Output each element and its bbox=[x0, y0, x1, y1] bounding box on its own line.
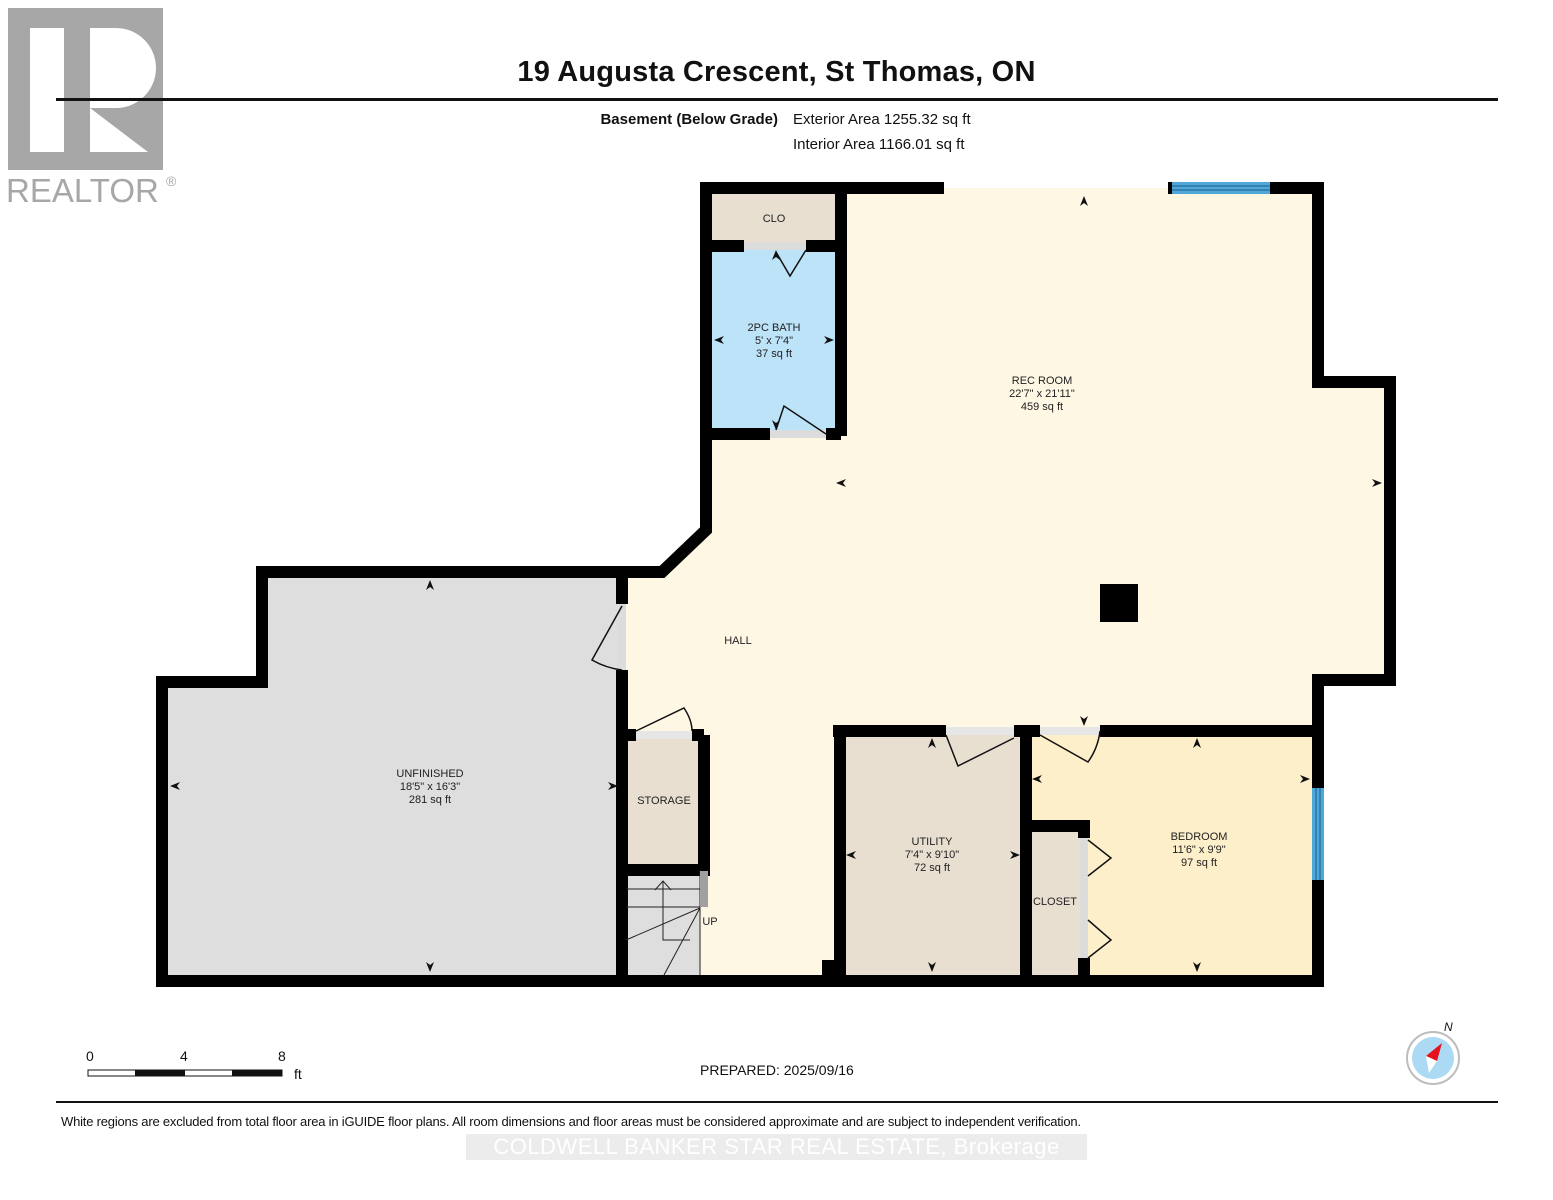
exterior-area: Exterior Area 1255.32 sq ft bbox=[793, 111, 971, 128]
floor-level-label: Basement (Below Grade) bbox=[600, 111, 778, 128]
utility-dims: 7'4" x 9'10" bbox=[905, 849, 959, 861]
utility-area: 72 sq ft bbox=[914, 862, 950, 874]
bedroom-dims: 11'6" x 9'9" bbox=[1172, 844, 1225, 856]
bedroom-label: BEDROOM 11'6" x 9'9" 97 sq ft bbox=[1171, 831, 1228, 869]
utility-label: UTILITY 7'4" x 9'10" 72 sq ft bbox=[905, 836, 959, 874]
storage-floor bbox=[622, 736, 704, 864]
registered-mark: ® bbox=[166, 173, 177, 189]
unfinished-area: 281 sq ft bbox=[409, 794, 451, 806]
unfinished-floor bbox=[162, 572, 622, 975]
realtor-logo-text: REALTOR bbox=[8, 172, 159, 208]
window-top bbox=[1172, 182, 1270, 194]
rec-room-dims: 22'7" x 21'11" bbox=[1009, 388, 1075, 400]
unfinished-label: UNFINISHED 18'5" x 16'3" 281 sq ft bbox=[396, 768, 463, 806]
footer-divider bbox=[56, 1101, 1498, 1103]
bath-name: 2PC BATH bbox=[748, 322, 801, 334]
unfinished-dims: 18'5" x 16'3" bbox=[400, 781, 460, 793]
scale-unit: ft bbox=[294, 1066, 302, 1082]
stairs-floor bbox=[622, 870, 700, 975]
bath-floor bbox=[706, 244, 841, 434]
clo-floor bbox=[706, 188, 841, 244]
hall-label: HALL bbox=[724, 635, 752, 647]
stairs bbox=[625, 870, 708, 976]
clo-label: CLO bbox=[763, 213, 786, 225]
rec-room-label: REC ROOM 22'7" x 21'11" 459 sq ft bbox=[1009, 375, 1075, 413]
closet-label: CLOSET bbox=[1033, 896, 1077, 908]
storage-label: STORAGE bbox=[637, 795, 691, 807]
north-compass-icon: N bbox=[1400, 1015, 1470, 1089]
column bbox=[1100, 584, 1138, 622]
header-divider bbox=[56, 98, 1498, 101]
interior-area: Interior Area 1166.01 sq ft bbox=[793, 136, 965, 153]
closet-floor bbox=[1026, 826, 1084, 975]
scale-bar: 0 4 8 ft bbox=[84, 1047, 314, 1087]
utility-name: UTILITY bbox=[912, 836, 954, 848]
realtor-logo: REALTOR ® bbox=[6, 8, 178, 209]
scale-tick-0: 0 bbox=[86, 1048, 94, 1064]
disclaimer-text: White regions are excluded from total fl… bbox=[61, 1114, 1081, 1129]
utility-floor bbox=[840, 733, 1026, 975]
bath-label: 2PC BATH 5' x 7'4" 37 sq ft bbox=[748, 322, 801, 360]
bath-dims: 5' x 7'4" bbox=[755, 335, 793, 347]
compass-north-label: N bbox=[1444, 1020, 1453, 1034]
bedroom-area: 97 sq ft bbox=[1181, 857, 1217, 869]
doors bbox=[590, 242, 1113, 959]
realtor-r-logo-icon: REALTOR ® bbox=[6, 8, 177, 209]
rec-room-name: REC ROOM bbox=[1012, 375, 1073, 387]
unfinished-name: UNFINISHED bbox=[396, 768, 463, 780]
page-title: 19 Augusta Crescent, St Thomas, ON bbox=[517, 56, 1036, 88]
stairs-up-label: UP bbox=[702, 916, 717, 928]
walls bbox=[156, 182, 1396, 987]
scale-tick-4: 4 bbox=[180, 1048, 188, 1064]
bath-area: 37 sq ft bbox=[756, 348, 792, 360]
window-bedroom bbox=[1312, 788, 1324, 880]
brokerage-watermark: COLDWELL BANKER STAR REAL ESTATE, Broker… bbox=[466, 1134, 1087, 1160]
rec-room-area: 459 sq ft bbox=[1021, 401, 1063, 413]
scale-tick-8: 8 bbox=[278, 1048, 286, 1064]
wall-stub bbox=[822, 960, 840, 978]
prepared-date: PREPARED: 2025/09/16 bbox=[700, 1062, 854, 1078]
dimension-arrows bbox=[170, 196, 1382, 972]
bedroom-name: BEDROOM bbox=[1171, 831, 1228, 843]
